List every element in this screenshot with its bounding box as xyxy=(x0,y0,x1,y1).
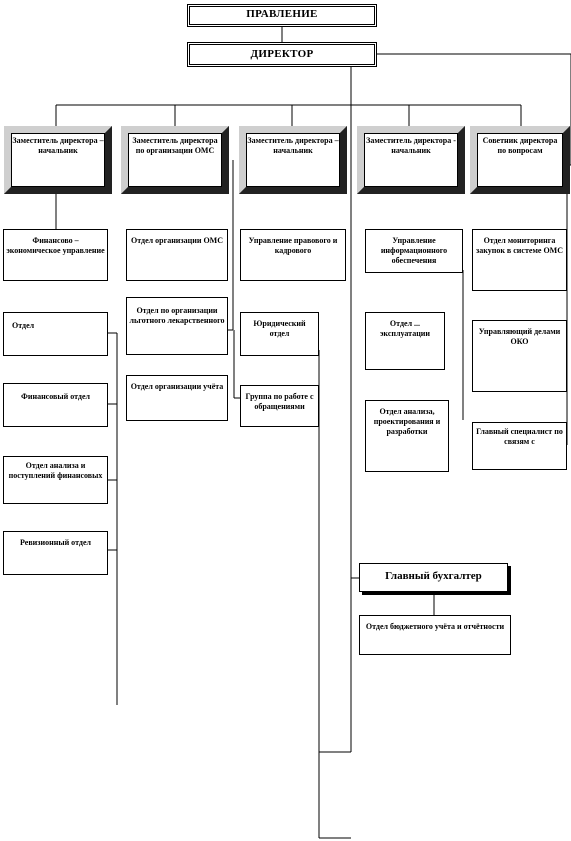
accounting-organization-department: Отдел организации учёта xyxy=(126,375,228,421)
analysis-design-department: Отдел анализа, проектирования и разработ… xyxy=(365,400,449,472)
board-box: ПРАВЛЕНИЕ xyxy=(187,4,377,27)
deputy-box-5: Советник директора по вопросам xyxy=(470,126,570,194)
information-support-management: Управление информационного обеспечения xyxy=(365,229,463,273)
deputy-box-1: Заместитель директора – начальник xyxy=(4,126,112,194)
deputy-box-4: Заместитель директора - начальник xyxy=(357,126,465,194)
budget-accounting-department: Отдел бюджетного учёта и отчётности xyxy=(359,615,511,655)
appeals-group: Группа по работе с обращениями xyxy=(240,385,319,427)
operations-department: Отдел ... эксплуатации xyxy=(365,312,445,370)
oms-organization-department: Отдел организации ОМС xyxy=(126,229,228,281)
deputy-box-3: Заместитель директора – начальник xyxy=(239,126,347,194)
deputy-box-2: Заместитель директора по организации ОМС xyxy=(121,126,229,194)
financial-department: Финансовый отдел xyxy=(3,383,108,427)
analysis-department: Отдел анализа и поступлений финансовых xyxy=(3,456,108,504)
oko-manager: Управляющий делами ОКО xyxy=(472,320,567,392)
pr-specialist: Главный специалист по связям с xyxy=(472,422,567,470)
legal-hr-management: Управление правового и кадрового xyxy=(240,229,346,281)
audit-department: Ревизионный отдел xyxy=(3,531,108,575)
legal-department: Юридический отдел xyxy=(240,312,319,356)
director-box: ДИРЕКТОР xyxy=(187,42,377,67)
drug-provision-department: Отдел по организации льготного лекарстве… xyxy=(126,297,228,355)
department-box: Отдел xyxy=(3,312,108,356)
procurement-monitoring-department: Отдел мониторинга закупок в системе ОМС xyxy=(472,229,567,291)
chief-accountant-box: Главный бухгалтер xyxy=(359,563,508,592)
finance-economic-department: Финансово – экономическое управление xyxy=(3,229,108,281)
